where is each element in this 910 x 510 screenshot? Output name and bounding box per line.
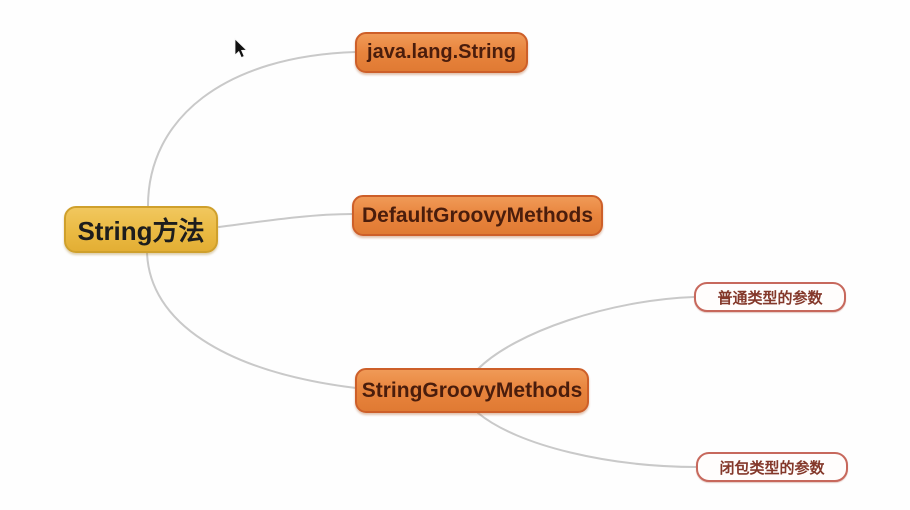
connector-string-groovy-methods-normal-params	[477, 296, 695, 370]
node-java-lang-string[interactable]: java.lang.String	[355, 32, 528, 73]
connector-root-java-lang-string	[147, 51, 357, 207]
node-label: 闭包类型的参数	[719, 459, 825, 477]
node-root-string-methods[interactable]: String方法	[64, 206, 218, 253]
node-normal-type-params[interactable]: 普通类型的参数	[694, 282, 846, 312]
connector-root-string-groovy-methods	[146, 251, 357, 389]
connector-string-groovy-methods-closure-params	[477, 412, 698, 468]
node-string-groovy-methods[interactable]: StringGroovyMethods	[355, 368, 589, 413]
node-label: StringGroovyMethods	[361, 378, 583, 402]
node-default-groovy-methods[interactable]: DefaultGroovyMethods	[352, 195, 603, 236]
node-closure-type-params[interactable]: 闭包类型的参数	[696, 452, 848, 482]
mouse-cursor-icon	[234, 38, 248, 59]
node-label: DefaultGroovyMethods	[361, 203, 594, 227]
connector-root-default-groovy-methods	[218, 213, 354, 228]
node-label: 普通类型的参数	[717, 289, 823, 307]
node-label: String方法	[77, 216, 205, 246]
node-label: java.lang.String	[367, 41, 516, 63]
